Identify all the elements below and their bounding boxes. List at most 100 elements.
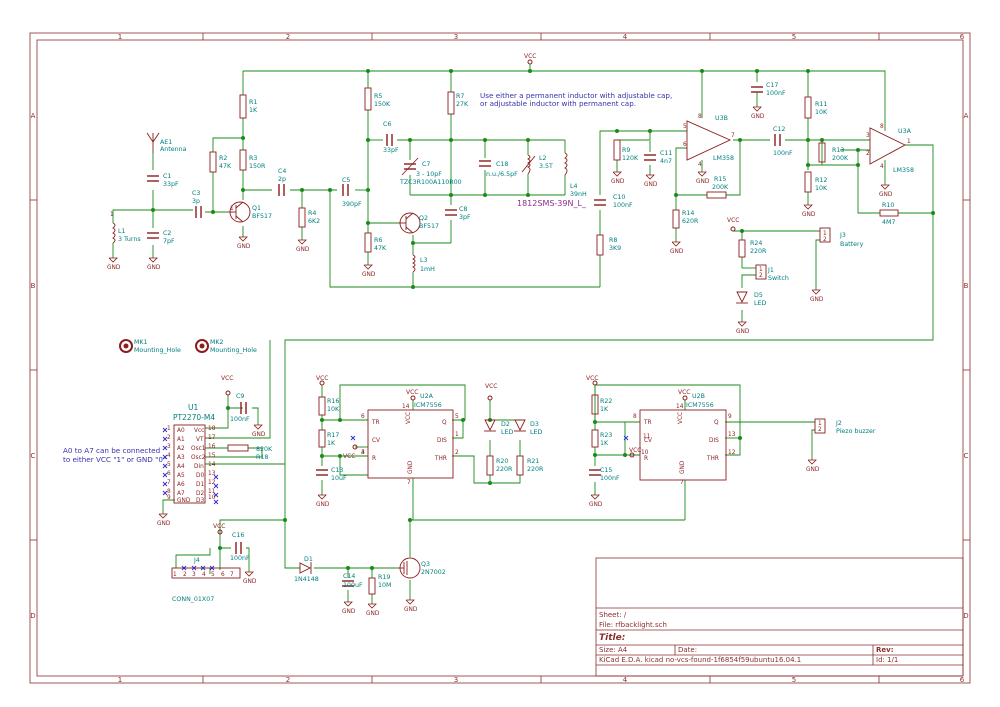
d5-value: LED [754,300,766,307]
svg-text:VCC: VCC [213,523,225,530]
r7-value: 27K [456,101,469,108]
svg-text:GND: GND [177,498,191,504]
svg-text:THR: THR [434,456,447,462]
svg-text:GND: GND [611,179,625,185]
row-label: A [964,112,969,120]
svg-text:Osc1: Osc1 [191,446,206,452]
l2-value: 3.5T [539,163,553,170]
r4-ref: R4 [308,210,316,217]
j3-ref: J3 [839,232,846,239]
c13-ref: C13 [331,467,343,474]
svg-text:GND: GND [802,212,816,218]
note-address-1: A0 to A7 can be connected [63,446,160,455]
svg-text:VCC: VCC [629,447,641,454]
c8-value: 3pF [459,214,471,221]
svg-text:16: 16 [208,444,216,450]
c17-value: 100nF [766,90,786,97]
svg-text:13: 13 [728,432,736,438]
title-rev: Rev: [876,646,894,654]
svg-text:GND: GND [362,272,376,278]
q3-ref: Q3 [421,561,430,568]
vcc-symbol: VCC [485,383,497,401]
q2-ref: Q2 [419,215,428,222]
svg-text:Din: Din [194,464,204,470]
svg-text:A3: A3 [177,455,185,461]
d3-value: LED [530,429,542,436]
r23-value: 1K [600,440,609,447]
j2-ref: J2 [835,420,842,427]
c3-value: 3p [192,198,200,205]
gnd-symbol-icon: GND [751,106,765,120]
svg-text:GND: GND [644,182,658,188]
c18-value: n.u./6.5pF [486,171,518,178]
svg-text:11: 11 [208,489,216,495]
u3a-ref: U3A [898,128,912,135]
c5-value: 390pF [342,201,362,208]
svg-text:TR: TR [371,420,380,426]
svg-text:1: 1 [230,206,234,212]
r11-ref: R11 [815,101,827,108]
gnd-symbol-icon: GND [810,289,824,303]
vcc-symbols: VCC VCC VCC VCC VCC VCC VCC VCC VCC VCC … [213,53,739,535]
l4-ref: L4 [570,183,578,190]
note-address-2: to either VCC "1" or GND "0" [63,455,166,464]
c1-ref: C1 [163,173,171,180]
r19-ref: R19 [378,574,390,581]
r8-value: 3K9 [609,245,621,252]
gnd-symbol-icon: GND [736,321,750,335]
svg-text:GND: GND [879,192,893,198]
row-label: C [964,452,969,460]
r2-ref: R2 [219,155,227,162]
vcc-symbol: VCC [316,375,328,386]
r12-ref: R12 [815,177,827,184]
l4-part-number: 1812SMS-39N_L_ [517,199,587,208]
r15-value: 200K [712,184,729,191]
svg-text:A5: A5 [177,473,185,479]
svg-text:2: 2 [823,237,827,243]
mounting-holes [119,339,209,353]
q2-value: BF517 [419,223,439,230]
r6-value: 47K [374,245,387,252]
c16-ref: C16 [232,532,244,539]
svg-text:8: 8 [698,114,702,120]
svg-text:VCC: VCC [221,375,233,382]
c7-value: 3 - 10pF [416,171,442,178]
svg-text:GND: GND [342,609,356,615]
r17-value: 1K [327,440,336,447]
u2b-ref: U2B [692,393,705,400]
svg-text:GND: GND [736,329,750,335]
gnd-symbol-icon: GND [362,264,376,278]
svg-text:A2: A2 [177,446,185,452]
ae1-value: Antenna [160,146,187,153]
svg-text:2: 2 [818,427,822,433]
mk1-value: Mounting_Hole [134,347,181,354]
vcc-symbol: VCC [586,375,598,386]
svg-text:8: 8 [633,414,637,420]
r10-value: 4M7 [882,219,895,226]
gnd-symbol-icon: GND [252,424,266,438]
r21-value: 220R [527,466,544,473]
svg-text:5: 5 [167,462,171,468]
r20-value: 220R [496,466,513,473]
svg-text:Vcc: Vcc [194,428,204,434]
r18-value: 820K [256,446,273,453]
column-label: 3 [454,33,458,41]
svg-text:CV: CV [644,438,652,444]
d2-ref: D2 [501,421,510,428]
r22-ref: R22 [600,398,612,405]
title-size: Size: A4 [599,646,628,654]
r1-ref: R1 [249,99,257,106]
u3a-value: LM358 [893,167,914,174]
gnd-symbol-icon: GND [670,241,684,255]
svg-text:GND: GND [696,179,710,185]
svg-text:6: 6 [361,414,365,420]
column-label: 1 [118,676,122,684]
svg-text:A7: A7 [177,491,185,497]
svg-text:Osc2: Osc2 [191,455,206,461]
svg-text:12: 12 [208,480,216,486]
column-label: 5 [792,33,796,41]
column-label: 2 [286,676,290,684]
r19-value: 10M [378,582,391,589]
vcc-symbol: VCC [524,53,536,65]
